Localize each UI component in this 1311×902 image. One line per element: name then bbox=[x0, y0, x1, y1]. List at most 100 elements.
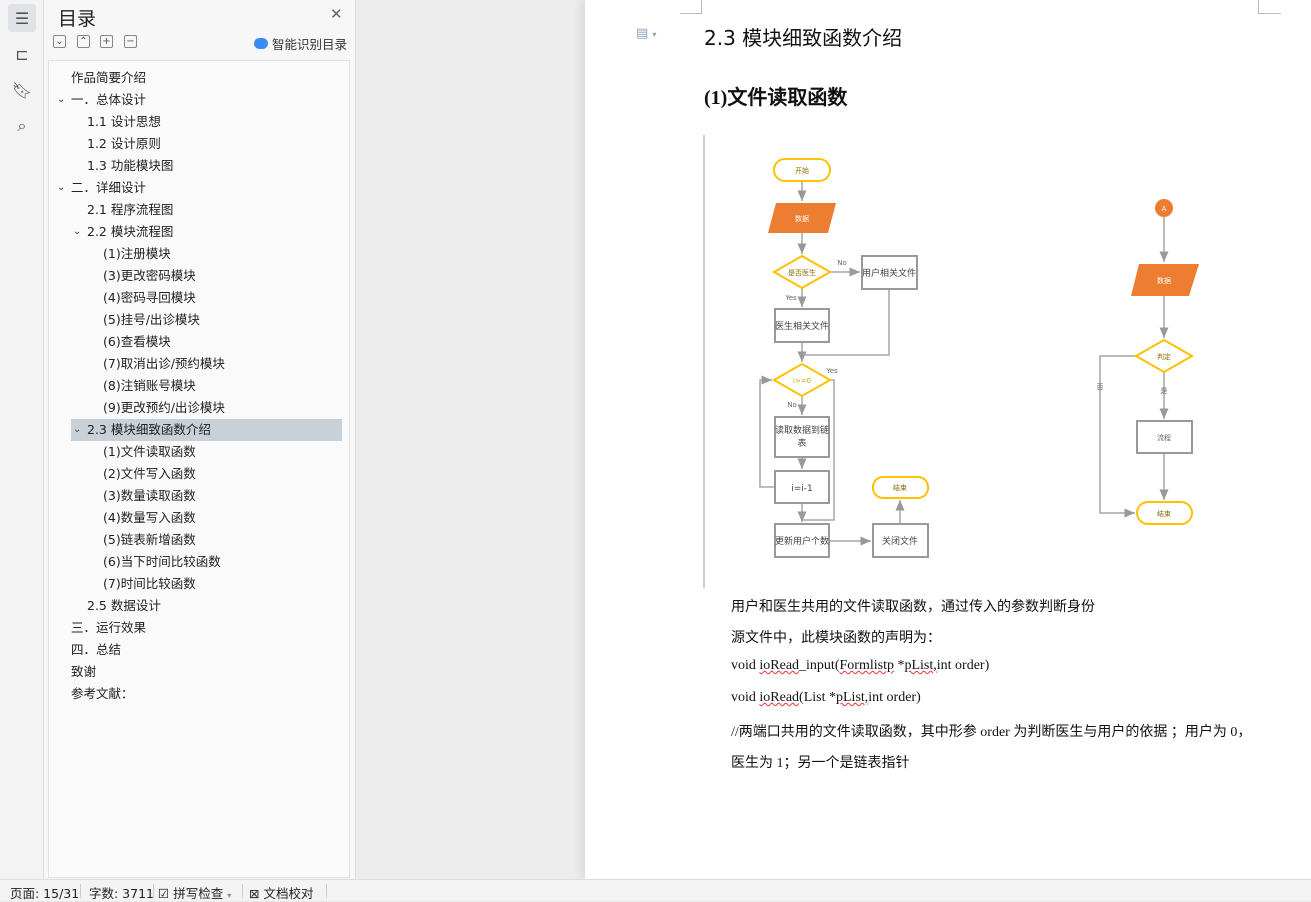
fc-label: 数据 bbox=[795, 214, 809, 223]
bookmark-icon[interactable]: 🔖︎ bbox=[11, 80, 33, 100]
toc-item[interactable]: (2)文件写入函数 bbox=[71, 463, 342, 485]
toc-item[interactable]: 三．运行效果 bbox=[71, 617, 342, 639]
smart-recognize-label: 智能识别目录 bbox=[272, 37, 348, 52]
code-part: Formlistp bbox=[839, 658, 894, 673]
data-parallelogram bbox=[1131, 264, 1199, 296]
toc-item-label: (8)注销账号模块 bbox=[103, 378, 196, 393]
spell-check-label: 拼写检查 bbox=[173, 886, 224, 901]
decision-loop bbox=[771, 362, 833, 398]
chevron-down-icon[interactable]: ⌄ bbox=[57, 94, 66, 105]
chevron-down-icon[interactable]: ⌄ bbox=[73, 226, 82, 237]
toc-item-label: 二．详细设计 bbox=[71, 180, 147, 195]
toc-item-label: 1.1 设计思想 bbox=[87, 114, 161, 129]
fc-label: 结束 bbox=[893, 483, 907, 492]
search-icon[interactable]: ⌕ bbox=[17, 116, 27, 135]
toc-item[interactable]: 参考文献： bbox=[71, 683, 342, 705]
read-list-box bbox=[774, 416, 830, 458]
add-icon[interactable]: + bbox=[100, 35, 113, 48]
toc-item-label: (7)时间比较函数 bbox=[103, 576, 196, 591]
chevron-down-icon[interactable]: ⌄ bbox=[57, 182, 66, 193]
toc-item[interactable]: 1.2 设计原则 bbox=[71, 133, 342, 155]
paragraph: 源文件中，此模块函数的声明为： bbox=[731, 631, 941, 646]
toc-item[interactable]: ⌄ 二．详细设计 bbox=[57, 177, 342, 199]
fc-label: 否 bbox=[1097, 383, 1104, 391]
margin-corner bbox=[1258, 0, 1281, 14]
decision-is-doctor bbox=[771, 254, 833, 290]
connector bbox=[759, 375, 775, 488]
remove-icon[interactable]: − bbox=[124, 35, 137, 48]
page-count[interactable]: 页面: 15/31 bbox=[10, 886, 80, 901]
code-part: void bbox=[731, 658, 760, 673]
proofread-button[interactable]: ⊠ 文档校对 bbox=[249, 883, 313, 902]
toc-item[interactable]: 致谢 bbox=[71, 661, 342, 683]
toc-item[interactable]: (1)文件读取函数 bbox=[71, 441, 342, 463]
toc-item[interactable]: 1.3 功能模块图 bbox=[71, 155, 342, 177]
word-count[interactable]: 字数: 3711 bbox=[89, 886, 154, 901]
toc-item-label: (1)注册模块 bbox=[103, 246, 171, 261]
close-icon[interactable]: ✕ bbox=[330, 5, 343, 23]
toc-item-label: 一．总体设计 bbox=[71, 92, 147, 107]
chevron-down-icon: ▾ bbox=[227, 891, 232, 900]
chevron-down-icon[interactable]: ⌄ bbox=[73, 424, 82, 435]
outline-icon[interactable]: ⊏ bbox=[15, 44, 29, 64]
toc-item[interactable]: (6)查看模块 bbox=[71, 331, 342, 353]
paragraph: //两端口共用的文件读取函数，其中形参 order 为判断医生与用户的依据 ；用… bbox=[731, 725, 1252, 740]
toc-item-label: (5)挂号/出诊模块 bbox=[103, 312, 200, 327]
doctor-file-box bbox=[774, 308, 830, 343]
toc-item[interactable]: 2.5 数据设计 bbox=[71, 595, 342, 617]
toc-item[interactable]: (3)数量读取函数 bbox=[71, 485, 342, 507]
toc-item[interactable]: (7)时间比较函数 bbox=[71, 573, 342, 595]
toc-item-label: 作品简要介绍 bbox=[71, 70, 147, 85]
toc-icon[interactable]: ☰ bbox=[8, 4, 36, 32]
toc-item[interactable]: (3)更改密码模块 bbox=[71, 265, 342, 287]
divider bbox=[153, 884, 154, 898]
toc-item[interactable]: (8)注销账号模块 bbox=[71, 375, 342, 397]
code-part: * bbox=[893, 658, 905, 673]
doc-format-icon[interactable]: ▤ ▾ bbox=[636, 26, 657, 41]
margin-corner bbox=[680, 0, 702, 14]
code-part: (List * bbox=[799, 690, 836, 705]
toc-item[interactable]: (5)链表新增函数 bbox=[71, 529, 342, 551]
code-part: void bbox=[731, 690, 760, 705]
code-part: int order) bbox=[868, 690, 921, 705]
fc-label: A bbox=[1162, 205, 1167, 213]
code-part: _input( bbox=[799, 658, 840, 673]
smart-recognize-button[interactable]: 智能识别目录 bbox=[254, 34, 347, 53]
fc-label: 数据 bbox=[1157, 276, 1171, 285]
end-terminal bbox=[872, 476, 929, 499]
toc-item[interactable]: (4)密码寻回模块 bbox=[71, 287, 342, 309]
code-part: ioRead bbox=[759, 658, 800, 673]
toc-item-label: 四．总结 bbox=[71, 642, 122, 657]
fc-label: 是否医生 bbox=[788, 268, 816, 277]
toc-item[interactable]: 2.1 程序流程图 bbox=[71, 199, 342, 221]
ai-icon bbox=[254, 38, 268, 49]
toc-item[interactable]: (4)数量写入函数 bbox=[71, 507, 342, 529]
code-part: pList, bbox=[836, 690, 869, 705]
toc-item[interactable]: (5)挂号/出诊模块 bbox=[71, 309, 342, 331]
toc-item[interactable]: (9)更改预约/出诊模块 bbox=[71, 397, 342, 419]
toc-item[interactable]: 作品简要介绍 bbox=[71, 67, 342, 89]
expand-all-icon[interactable]: ⌄ bbox=[53, 35, 66, 48]
connector bbox=[802, 289, 890, 356]
code-part: int order) bbox=[936, 658, 990, 673]
spell-check-button[interactable]: ☑ 拼写检查 ▾ bbox=[158, 883, 231, 902]
toc-item-label: (4)数量写入函数 bbox=[103, 510, 196, 525]
toc-item[interactable]: (1)注册模块 bbox=[71, 243, 342, 265]
collapse-all-icon[interactable]: ⌃ bbox=[77, 35, 90, 48]
toc-item-label: (9)更改预约/出诊模块 bbox=[103, 400, 225, 415]
status-bar: 页面: 15/31 字数: 3711 ☑ 拼写检查 ▾ ⊠ 文档校对 bbox=[0, 879, 1311, 901]
toc-item[interactable]: 1.1 设计思想 bbox=[71, 111, 342, 133]
code-line: void ioRead_input(Formlistp *pList,int o… bbox=[731, 658, 989, 674]
toc-item[interactable]: ⌄ 一．总体设计 bbox=[57, 89, 342, 111]
decrement-box bbox=[774, 470, 830, 504]
fc-label: Yes bbox=[784, 294, 797, 302]
fc-label: 表 bbox=[797, 437, 806, 449]
toc-item[interactable]: ⌄2.2 模块流程图 bbox=[71, 221, 342, 243]
toc-item[interactable]: ⌄ 2.3 模块细致函数介绍 bbox=[71, 419, 342, 441]
toc-item-label: 2.3 模块细致函数介绍 bbox=[87, 422, 211, 437]
toc-item[interactable]: (7)取消出诊/预约模块 bbox=[71, 353, 342, 375]
toc-item[interactable]: (6)当下时间比较函数 bbox=[71, 551, 342, 573]
toc-item[interactable]: 四．总结 bbox=[71, 639, 342, 661]
update-count-box bbox=[774, 523, 830, 558]
